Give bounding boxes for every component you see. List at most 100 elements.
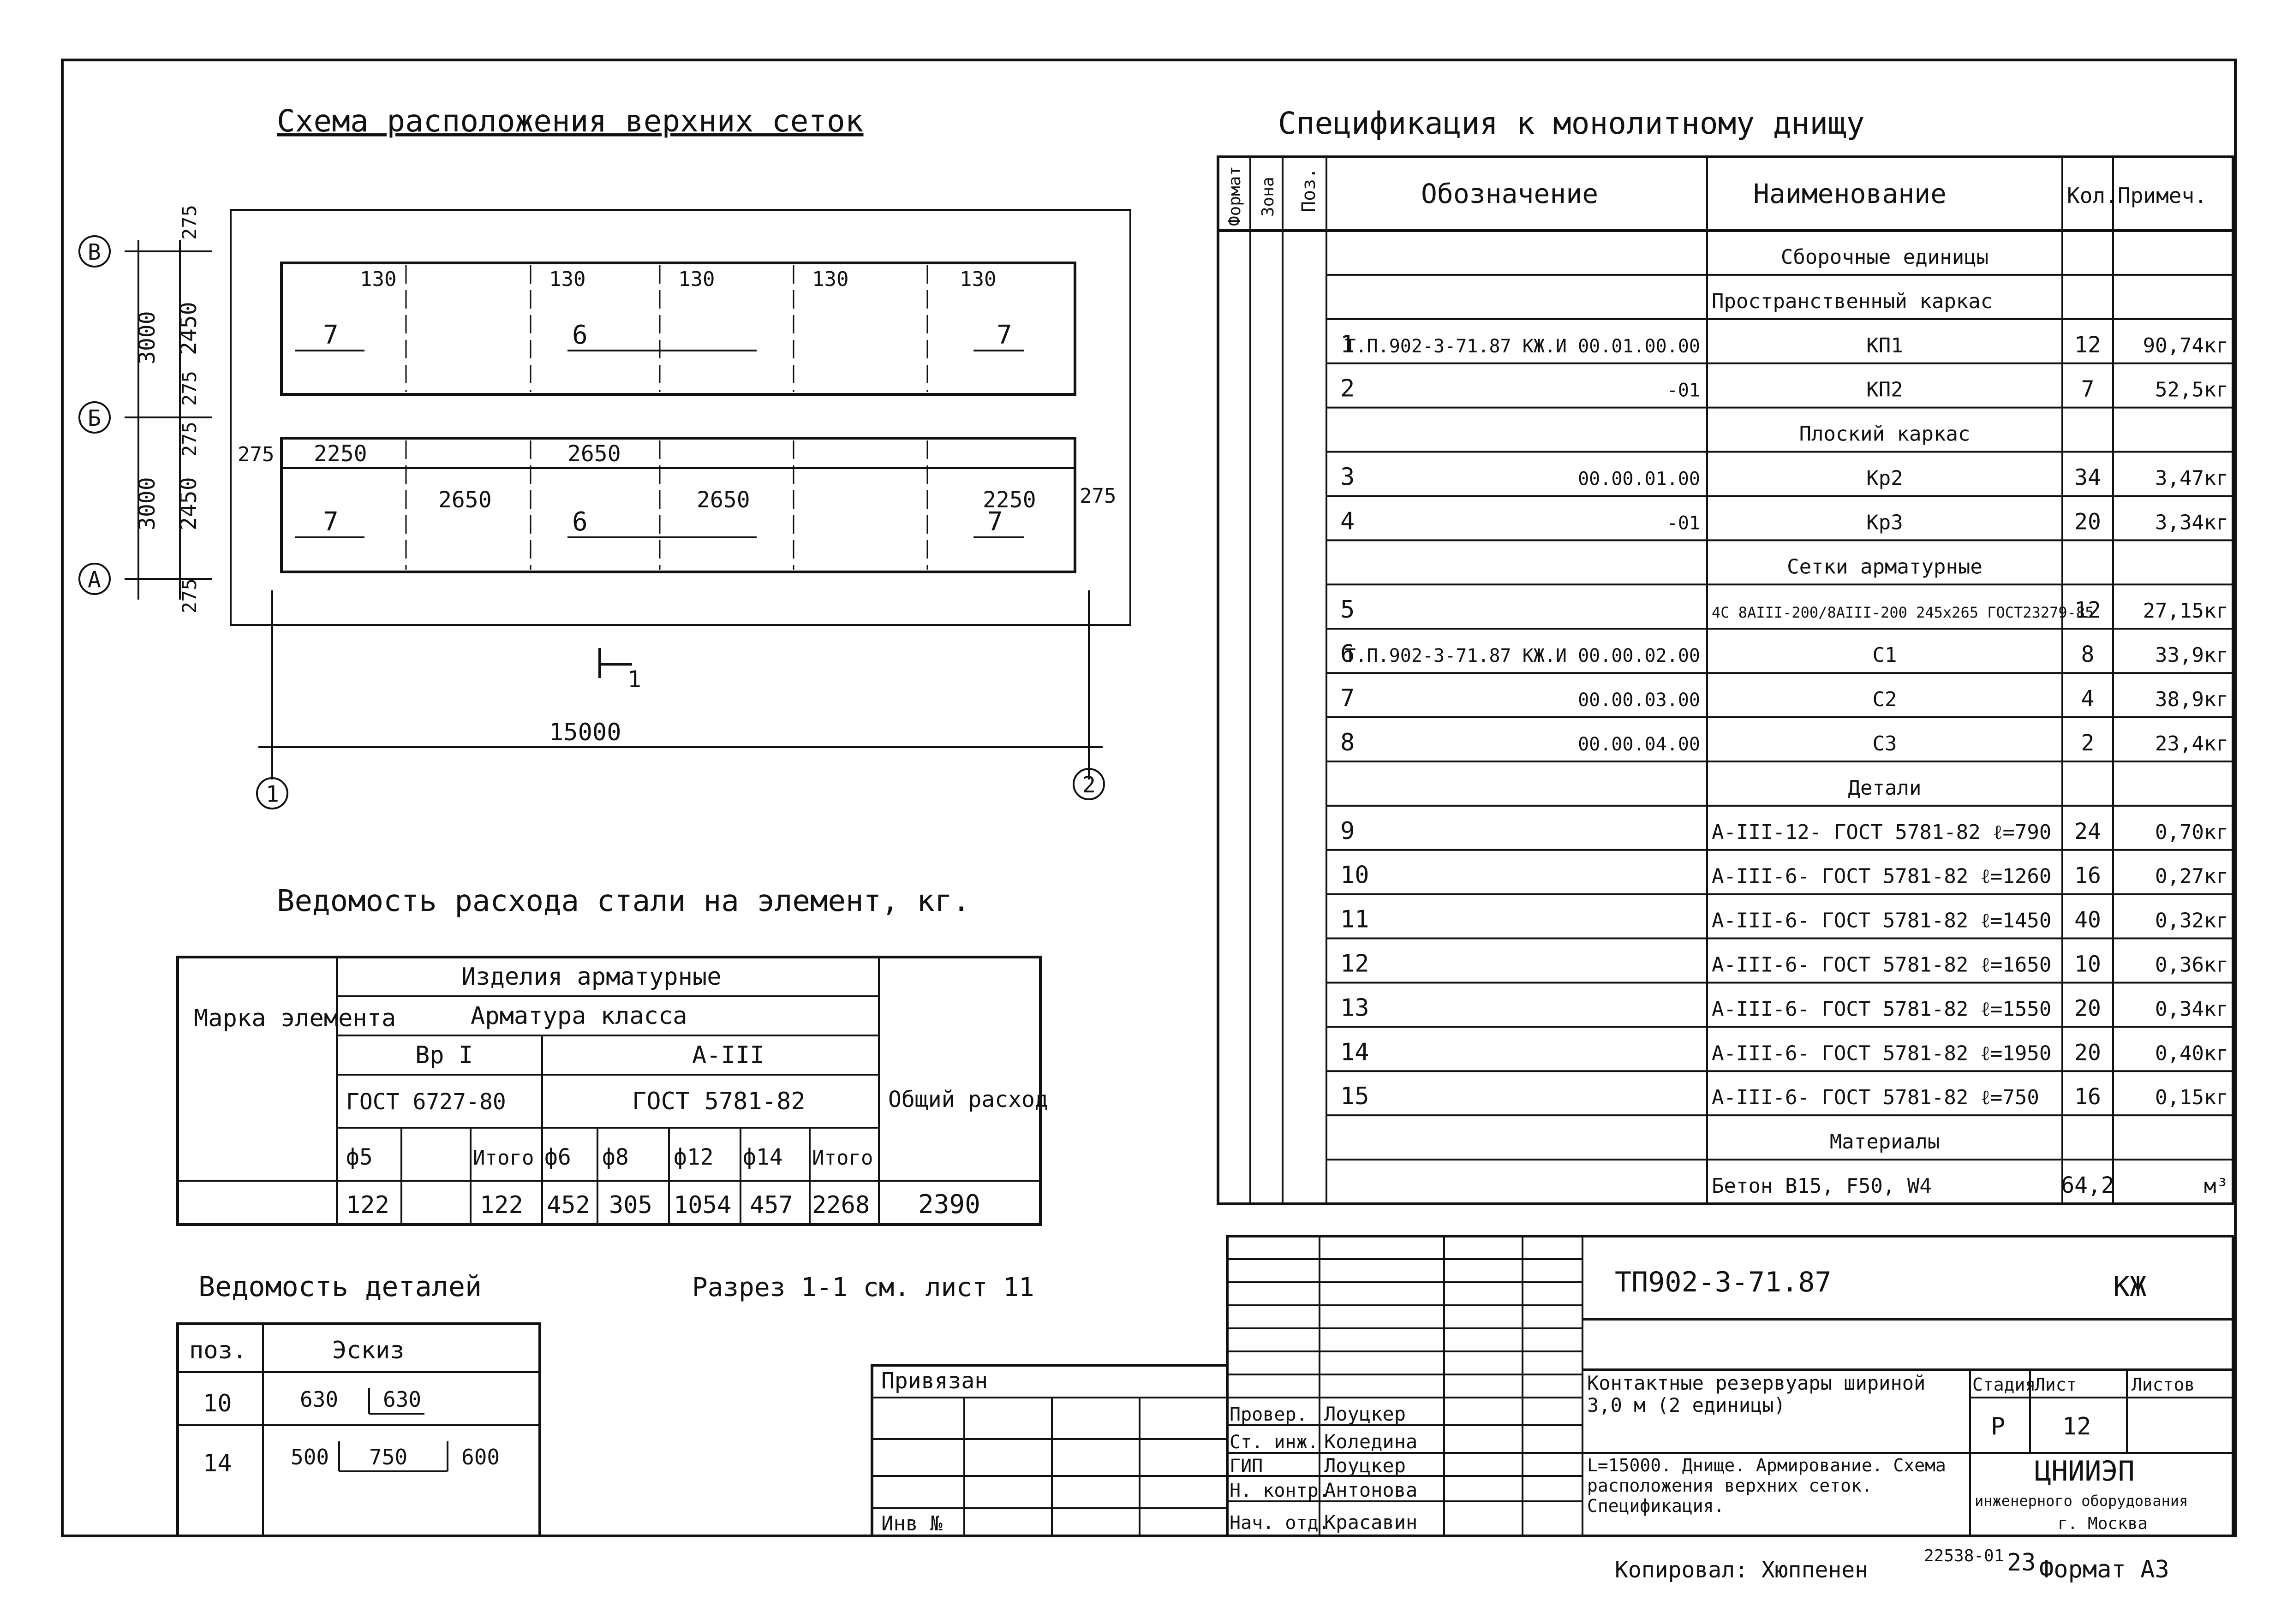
spec-qty: 20: [2074, 995, 2101, 1021]
footer-copied: Копировал: Хюппенен: [1615, 1557, 1868, 1583]
dim-275: 275: [178, 578, 201, 613]
spec-note: 38,9кг: [2155, 688, 2228, 711]
axis-label-v: В: [88, 239, 101, 265]
dim-275: 275: [178, 422, 201, 457]
spec-designation: Т.П.902-3-71.87 КЖ.И 00.01.00.00: [1344, 336, 1700, 357]
steel-col-itogo2: Итого: [812, 1146, 873, 1170]
spec-qty: 12: [2074, 597, 2101, 623]
spec-name: Пространственный каркас: [1712, 290, 1993, 313]
stamp-org: ЦНИИЭП: [2035, 1455, 2135, 1487]
spec-qty: 8: [2081, 642, 2095, 667]
spec-designation: 00.00.04.00: [1578, 734, 1700, 755]
stamp-code: ТП902-3-71.87: [1615, 1266, 1832, 1298]
steel-val: 305: [609, 1191, 652, 1219]
mesh-label-bottom-right: 7: [987, 507, 1003, 537]
spec-pos: 13: [1340, 994, 1369, 1022]
footer: Копировал: Хюппенен 22538-01 23 Формат А…: [1615, 1547, 2169, 1583]
spec-name: С1: [1873, 643, 1897, 667]
spec-section-heading: Детали: [1848, 776, 1922, 800]
spec-note: 0,40кг: [2155, 1041, 2228, 1065]
spec-name: Бетон В15, F50, W4: [1712, 1174, 1932, 1198]
spec-section-heading: Плоский каркас: [1799, 422, 1971, 446]
stamp-role: Н. контр.: [1230, 1480, 1330, 1501]
spec-name: КП2: [1866, 378, 1903, 402]
spec-pos: 3: [1340, 463, 1355, 491]
spec-table: Спецификация к монолитному днищу Формат …: [1217, 106, 2234, 1205]
spec-section-heading: Сетки арматурные: [1787, 555, 1982, 578]
mesh-label-top-left: 7: [323, 320, 339, 350]
stamp-name: Лоуцкер: [1324, 1403, 1406, 1425]
spec-designation: -01: [1667, 512, 1700, 534]
spec-qty: 4: [2081, 686, 2095, 712]
stamp-role: Провер.: [1230, 1404, 1308, 1425]
detail-dim: 630: [383, 1387, 421, 1412]
spec-qty: 10: [2074, 951, 2101, 977]
dim-130: 130: [960, 268, 996, 291]
steel-total: 2390: [918, 1190, 980, 1219]
spec-note: 27,15кг: [2143, 599, 2228, 623]
spec-h-format: Формат: [1225, 166, 1244, 226]
spec-h-qty: Кол.: [2067, 183, 2118, 208]
dim-130: 130: [678, 268, 715, 291]
steel-col-f14: ф14: [743, 1144, 783, 1170]
spec-qty: 20: [2074, 1040, 2101, 1065]
spec-qty: 16: [2074, 863, 2101, 889]
stamp-inv: Инв №: [881, 1512, 943, 1535]
footer-page: 23: [2007, 1549, 2036, 1576]
spec-pos: 5: [1340, 596, 1355, 624]
mesh-label-bottom-left: 7: [323, 507, 339, 537]
stamp-sheet-h: Лист: [2035, 1374, 2077, 1395]
stamp-name: Коледина: [1324, 1430, 1417, 1453]
spec-note: м³: [2204, 1174, 2228, 1198]
steel-table: Ведомость расхода стали на элемент, кг. …: [176, 884, 1048, 1226]
section-mark: 1: [627, 666, 641, 693]
steel-bp-h: Вр I: [415, 1041, 473, 1069]
detail-pos: 10: [203, 1390, 232, 1417]
steel-val: 122: [346, 1191, 389, 1219]
dim-2650: 2650: [438, 487, 492, 513]
spec-pos: 12: [1340, 950, 1369, 977]
spec-note: 0,32кг: [2155, 909, 2228, 933]
steel-total-h: Общий расход: [888, 1087, 1048, 1112]
spec-note: 0,15кг: [2155, 1086, 2228, 1109]
steel-col-f5: ф5: [346, 1144, 373, 1170]
spec-name: А-III-12- ГОСТ 5781-82 ℓ=790: [1712, 821, 2051, 844]
spec-designation: 00.00.01.00: [1578, 468, 1700, 489]
footer-format: Формат А3: [2039, 1556, 2169, 1583]
detail-dim: 600: [461, 1445, 500, 1469]
axis-label-b: Б: [88, 405, 101, 431]
spec-qty: 2: [2081, 730, 2095, 756]
spec-name: КП1: [1866, 334, 1903, 357]
spec-note: 0,34кг: [2155, 997, 2228, 1021]
stamp-org2: инженерного оборудования: [1975, 1492, 2188, 1510]
dim-2250: 2250: [983, 487, 1036, 513]
spec-note: 0,70кг: [2155, 821, 2228, 844]
spec-pos: 1: [1340, 331, 1355, 358]
stamp-stage-h: Стадия: [1972, 1374, 2036, 1395]
spec-name: А-III-6- ГОСТ 5781-82 ℓ=1450: [1712, 909, 2051, 933]
spec-pos: 2: [1340, 375, 1355, 403]
stamp-description: L=15000. Днище. Армирование. Схема распо…: [1587, 1455, 1946, 1516]
spec-designation: 00.00.03.00: [1578, 690, 1700, 711]
spec-title: Спецификация к монолитному днищу: [1278, 106, 1865, 141]
steel-gost1: ГОСТ 6727-80: [346, 1089, 506, 1115]
spec-name: А-III-6- ГОСТ 5781-82 ℓ=1260: [1712, 865, 2051, 888]
stamp-privyazan: Привязан: [881, 1368, 988, 1394]
steel-title: Ведомость расхода стали на элемент, кг.: [277, 884, 970, 918]
mesh-label-top-right: 7: [997, 320, 1012, 350]
steel-a3-h: А-III: [692, 1041, 764, 1069]
detail-dim: 750: [369, 1445, 407, 1469]
spec-qty: 34: [2074, 464, 2101, 490]
steel-val: 452: [547, 1191, 590, 1219]
stamp-name: Красавин: [1324, 1511, 1417, 1534]
steel-izd-h: Изделия арматурные: [461, 963, 722, 991]
spec-pos: 9: [1340, 817, 1355, 845]
mesh-label-top-mid: 6: [572, 320, 588, 350]
mesh-band-bottom: [280, 437, 1076, 573]
spec-h-zone: Зона: [1259, 177, 1278, 217]
spec-section-heading: Материалы: [1830, 1130, 1940, 1154]
steel-val: 2268: [812, 1191, 870, 1219]
dim-2650: 2650: [697, 487, 750, 513]
stamp-sheet: 12: [2062, 1413, 2091, 1440]
spec-name: А-III-6- ГОСТ 5781-82 ℓ=750: [1712, 1086, 2039, 1109]
